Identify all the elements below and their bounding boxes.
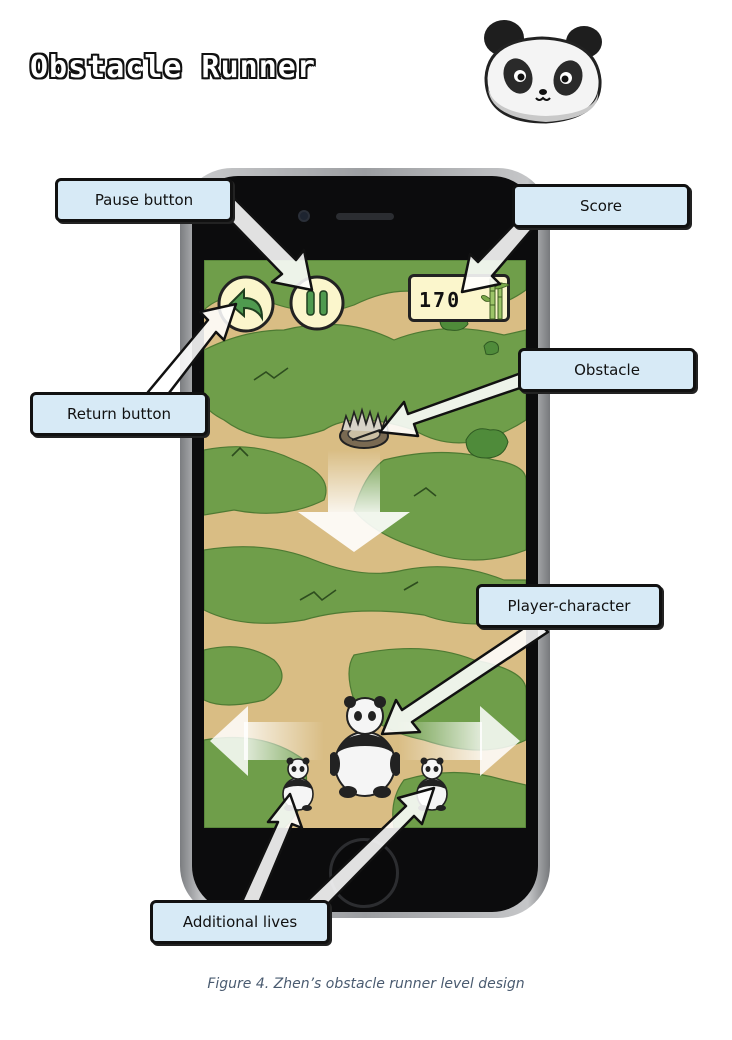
callout-score: Score [512, 184, 690, 228]
page-title: Obstacle Runner [30, 50, 316, 85]
callout-return-button: Return button [30, 392, 208, 436]
figure-caption: Figure 4. Zhen’s obstacle runner level d… [207, 976, 525, 992]
callout-pause-button: Pause button [55, 178, 233, 222]
return-button[interactable] [216, 274, 276, 334]
score-panel: 170 [408, 274, 510, 322]
return-arrow-icon [228, 287, 264, 322]
callout-obstacle: Obstacle [518, 348, 696, 392]
callout-player-character: Player-character [476, 584, 662, 628]
panda-logo-icon [484, 20, 602, 124]
pause-button[interactable] [288, 274, 346, 332]
game-screen: 170 [204, 260, 526, 828]
life-panda-icon [282, 757, 314, 811]
life-panda-icon [416, 757, 448, 811]
score-value: 170 [419, 288, 462, 312]
bear-trap-icon [339, 407, 389, 449]
pause-icon [306, 290, 328, 316]
phone-speaker [336, 213, 394, 220]
bamboo-icon [481, 278, 510, 320]
callout-additional-lives: Additional lives [150, 900, 330, 944]
panda-icon [330, 696, 400, 798]
front-camera [298, 210, 310, 222]
home-button[interactable] [329, 838, 399, 908]
